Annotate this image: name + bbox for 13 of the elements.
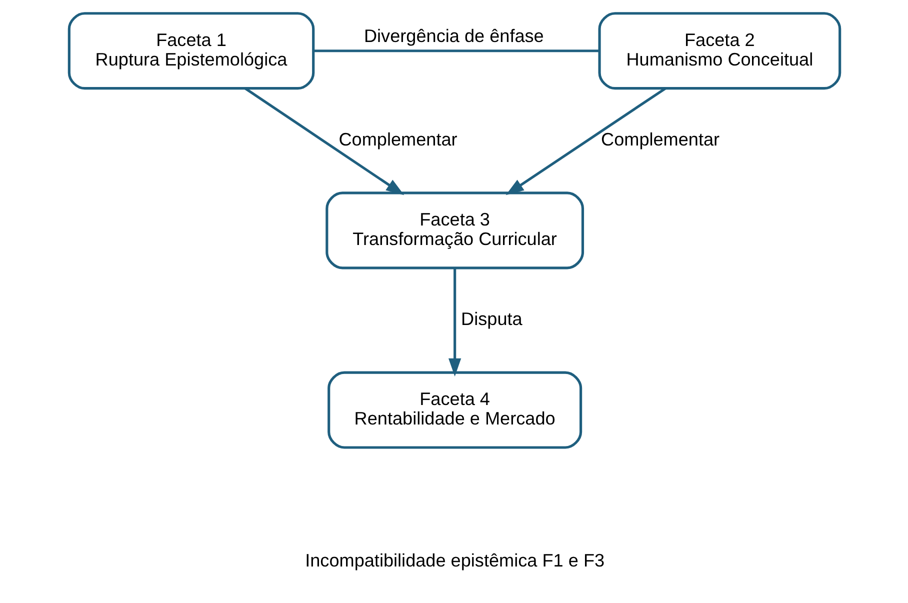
arrow (505, 87, 666, 196)
node-box: Faceta 4 Rentabilidade e Mercado (327, 371, 582, 449)
edge-label: Divergência de ênfase (363, 26, 544, 46)
arrow (448, 268, 461, 376)
arrow (244, 87, 404, 196)
node-box: Faceta 2 Humanismo Conceitual (598, 12, 841, 90)
connector (312, 50, 599, 52)
node-box: Faceta 1 Ruptura Epistemológica (67, 12, 314, 90)
edge-label: Complementar (338, 129, 457, 150)
edge-label: Complementar (600, 129, 720, 150)
edge-label: Disputa (460, 309, 522, 330)
label: Incompatibilidade epistêmica F1 e F3 (304, 550, 604, 571)
node-box: Faceta 3 Transformação Curricular (325, 192, 584, 270)
